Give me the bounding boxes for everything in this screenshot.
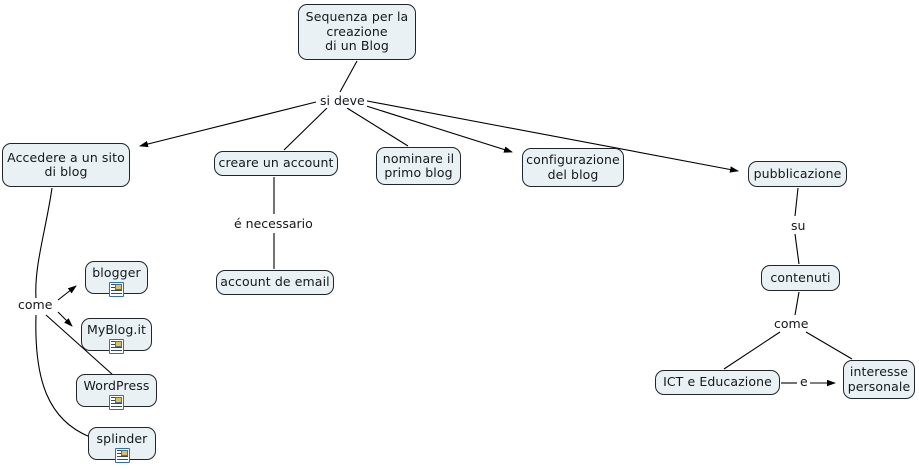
edge-come-myblog xyxy=(57,311,73,327)
document-icon xyxy=(109,281,124,297)
node-root[interactable]: Sequenza per la creazione di un Blog xyxy=(298,4,416,60)
node-account-de-email[interactable]: account de email xyxy=(216,270,334,295)
node-accedere-a-un-sito-di-blog[interactable]: Accedere a un sito di blog xyxy=(2,143,130,187)
node-blogger[interactable]: blogger xyxy=(85,261,148,297)
edge-label-e: e xyxy=(798,374,810,389)
node-interesse-label: interesse personale xyxy=(847,364,911,394)
node-wordpress[interactable]: WordPress xyxy=(76,374,157,410)
node-nominare-label: nominare il primo blog xyxy=(382,150,455,180)
node-contenuti[interactable]: contenuti xyxy=(761,265,840,291)
edge-contenuti-come xyxy=(794,291,800,316)
node-ict-label: ICT e Educazione xyxy=(663,374,772,390)
edge-come-interesse xyxy=(805,331,853,360)
node-pubblicazione-label: pubblicazione xyxy=(753,165,842,181)
edge-label-e-necessario: é necessario xyxy=(232,216,315,231)
edge-label-si-deve: si deve xyxy=(318,93,367,108)
node-myblog-label: MyBlog.it xyxy=(86,322,147,337)
node-nominare-il-primo-blog[interactable]: nominare il primo blog xyxy=(376,147,461,185)
edge-label-come-left: come xyxy=(16,297,55,312)
node-creare-account-label: creare un account xyxy=(218,155,334,171)
edge-sideve-nominare xyxy=(346,107,409,147)
node-accedere-label: Accedere a un sito di blog xyxy=(7,149,125,179)
node-configurazione-label: configurazione del blog xyxy=(526,152,620,182)
node-splinder-label: splinder xyxy=(96,431,148,446)
node-contenuti-label: contenuti xyxy=(770,269,831,285)
node-wordpress-label: WordPress xyxy=(83,378,150,393)
edge-sideve-configurazione xyxy=(359,103,513,153)
edge-su-contenuti xyxy=(794,233,800,265)
edge-accedere-come xyxy=(35,187,53,299)
document-icon xyxy=(109,338,124,354)
edge-come-blogger xyxy=(57,285,77,301)
edge-sideve-creare xyxy=(283,107,328,151)
edge-label-come-right: come xyxy=(772,316,811,331)
node-myblog-it[interactable]: MyBlog.it xyxy=(81,318,152,354)
document-icon xyxy=(109,394,124,410)
node-ict-e-educazione[interactable]: ICT e Educazione xyxy=(655,370,780,395)
node-account-email-label: account de email xyxy=(220,274,330,290)
edge-sideve-accedere xyxy=(139,101,317,148)
node-interesse-personale[interactable]: interesse personale xyxy=(843,360,915,399)
edge-label-su: su xyxy=(789,218,808,233)
node-creare-un-account[interactable]: creare un account xyxy=(214,151,338,176)
node-splinder[interactable]: splinder xyxy=(88,427,156,463)
document-icon xyxy=(114,447,130,463)
node-root-label: Sequenza per la creazione di un Blog xyxy=(305,9,409,54)
node-configurazione-del-blog[interactable]: configurazione del blog xyxy=(522,148,624,187)
node-pubblicazione[interactable]: pubblicazione xyxy=(748,161,847,187)
edge-come-ict xyxy=(723,331,781,370)
edge-pubblicazione-su xyxy=(794,187,799,217)
node-blogger-label: blogger xyxy=(92,265,141,280)
edge-root-sideve xyxy=(339,60,358,93)
